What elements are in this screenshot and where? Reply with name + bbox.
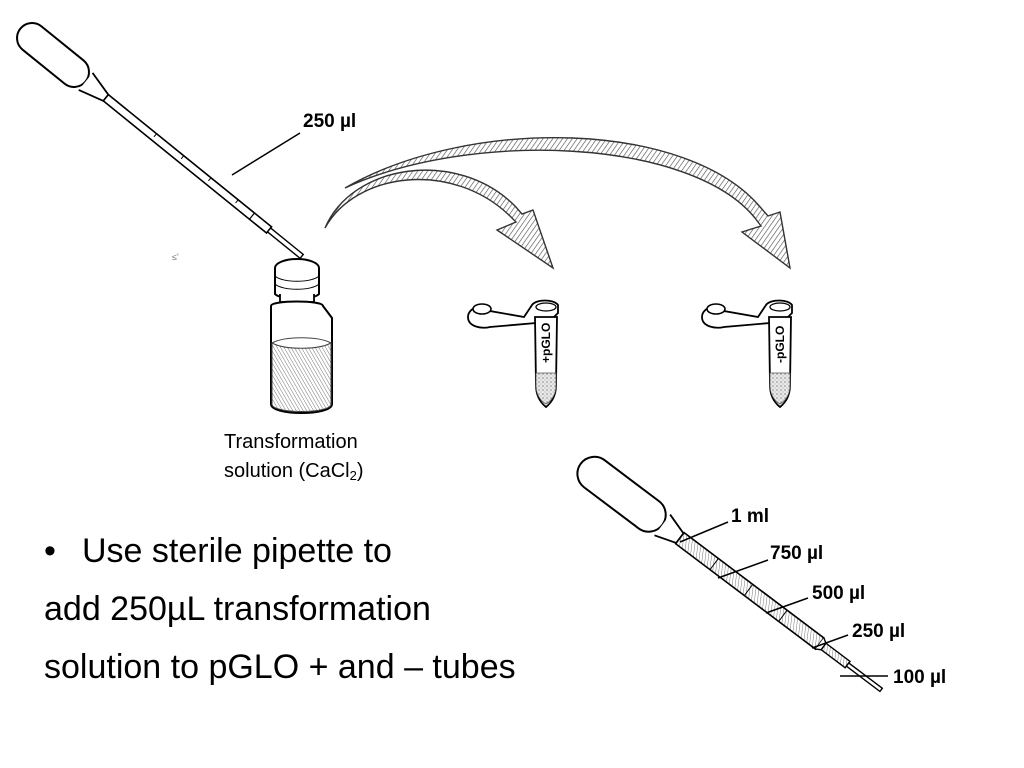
scale-label-1ml: 1 ml: [731, 506, 769, 527]
vial-caption-line1: Transformation: [224, 431, 358, 453]
leader-250ul: [811, 634, 849, 649]
pipette-top-volume-label: 250 µl: [303, 111, 356, 132]
bullet-point: •: [44, 532, 56, 570]
leader-500ul: [765, 597, 809, 614]
arrow-to-minus-tube: [344, 136, 792, 270]
pipette-top-leader-line: [231, 132, 301, 176]
vial-caption-subscript: 2: [349, 468, 357, 483]
instruction-line-2: add 250µL transformation: [44, 590, 431, 628]
tube-minus-label: -pGLO: [773, 326, 787, 363]
pipette-top: 250 µl ≤': [16, 22, 356, 262]
instruction-line-1: • Use sterile pipette to: [44, 522, 516, 580]
leader-750ul: [717, 559, 769, 579]
pipette-graduated: 1 ml 750 µl 500 µl 250 µl 100 µl: [576, 455, 946, 693]
leader-1ml: [679, 521, 729, 543]
vial-caption-prefix: solution (CaCl: [224, 460, 350, 482]
scale-label-750ul: 750 µl: [770, 543, 823, 564]
scale-label-250ul: 250 µl: [852, 621, 905, 642]
arrow-to-plus-tube: [324, 169, 555, 270]
tube-plus-pglo: +pGLO: [467, 299, 559, 409]
tube-plus-label: +pGLO: [539, 323, 553, 363]
instruction-line-3: solution to pGLO + and – tubes: [44, 648, 516, 686]
vial-caption-suffix: ): [356, 460, 364, 482]
scale-label-500ul: 500 µl: [812, 583, 865, 604]
instruction-text: • Use sterile pipette to add 250µL transf…: [44, 522, 516, 696]
vial-caption: Transformation solution (CaCl2): [224, 428, 364, 486]
instruction-line-1-text: Use sterile pipette to: [82, 532, 392, 570]
transformation-vial: [270, 258, 333, 414]
vial-caption-line2: solution (CaCl2): [224, 457, 364, 486]
scale-label-100ul: 100 µl: [893, 667, 946, 688]
tube-minus-pglo: -pGLO: [701, 299, 793, 409]
scan-mark: ≤': [172, 252, 179, 262]
